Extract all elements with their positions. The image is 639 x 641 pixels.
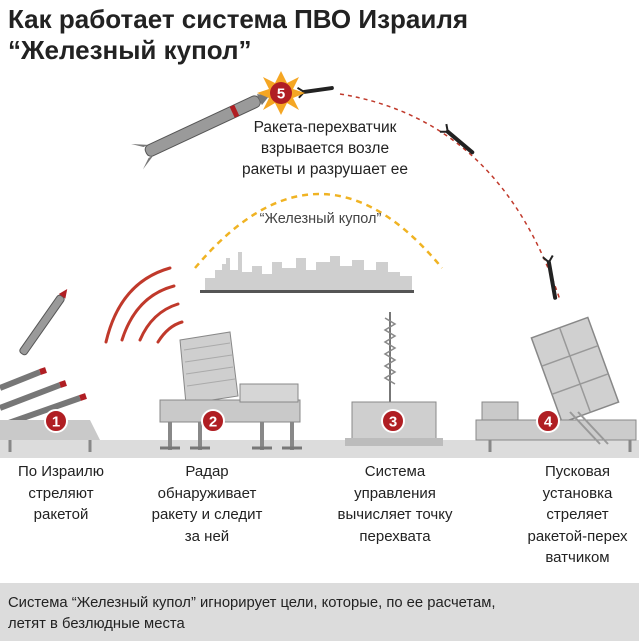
badge-2: 2 xyxy=(201,409,225,433)
intercept-caption-line: Ракета-перехватчик xyxy=(253,119,397,136)
step-3-label: Система управления вычисляет точку перех… xyxy=(318,461,472,547)
enemy-rocket-icon xyxy=(296,86,334,99)
intercept-caption-line: ракеты и разрушает ее xyxy=(242,161,408,178)
explosion-icon: 5 xyxy=(257,71,305,115)
footer-line: Система “Железный купол” игнорирует цели… xyxy=(8,595,496,611)
step-label-line: По Израилю xyxy=(17,463,104,480)
step-label-line: стреляет xyxy=(546,506,609,523)
dome-label: “Железный купол” xyxy=(259,211,382,227)
badge-4: 4 xyxy=(536,409,560,433)
badge-4-number: 4 xyxy=(544,414,553,431)
city-skyline-icon xyxy=(200,252,414,293)
step-label-line: ватчиком xyxy=(545,549,610,566)
badge-1-number: 1 xyxy=(52,414,60,431)
footer-line: летят в безлюдные места xyxy=(8,616,185,632)
intercept-caption-line: взрывается возле xyxy=(260,140,390,157)
enemy-rocket-icon xyxy=(542,254,558,300)
dome-arc xyxy=(194,192,443,269)
step-label-line: Пусковая xyxy=(545,463,610,480)
step-label-line: ракету и следит xyxy=(151,506,263,523)
step-label-line: установка xyxy=(542,484,613,502)
step-label-line: ракетой xyxy=(33,506,89,523)
badge-2-number: 2 xyxy=(209,414,217,431)
footer-note: Система “Железный купол” игнорирует цели… xyxy=(8,593,633,635)
radar-waves-icon xyxy=(104,266,184,344)
step-1-label: По Израилю стреляют ракетой xyxy=(0,461,122,526)
badge-3-number: 3 xyxy=(389,414,397,431)
step-label-line: обнаруживает xyxy=(157,484,257,502)
badge-1: 1 xyxy=(44,409,68,433)
ground-strip xyxy=(0,440,639,458)
step-label-line: перехвата xyxy=(359,527,431,545)
step-4-label: Пусковая установка стреляет ракетой-пере… xyxy=(516,461,639,569)
step-2-label: Радар обнаруживает ракету и следит за не… xyxy=(134,461,280,547)
step-label-line: за ней xyxy=(184,527,230,545)
step-label-line: ракетой-перех xyxy=(527,527,628,545)
step-label-line: Радар xyxy=(185,463,229,480)
title-line-2: “Железный купол” xyxy=(8,35,252,65)
enemy-rocket-icon xyxy=(439,123,475,155)
step-label-line: Система xyxy=(364,463,426,480)
page-title: Как работает система ПВО Израиля “Железн… xyxy=(8,4,628,66)
interceptor-missile-icon xyxy=(131,94,271,170)
footer-band xyxy=(0,583,639,641)
enemy-trajectory xyxy=(339,93,561,301)
interceptor-launcher-icon xyxy=(475,316,637,452)
badge-5-number: 5 xyxy=(277,86,285,103)
step-label-line: вычисляет точку xyxy=(337,506,453,523)
radar-icon xyxy=(159,331,302,450)
title-line-1: Как работает система ПВО Израиля xyxy=(8,4,469,34)
step-label-line: управления xyxy=(354,484,436,502)
badge-3: 3 xyxy=(381,409,405,433)
intercept-caption: Ракета-перехватчик взрывается возле раке… xyxy=(205,117,445,180)
step-label-line: стреляют xyxy=(28,484,94,502)
